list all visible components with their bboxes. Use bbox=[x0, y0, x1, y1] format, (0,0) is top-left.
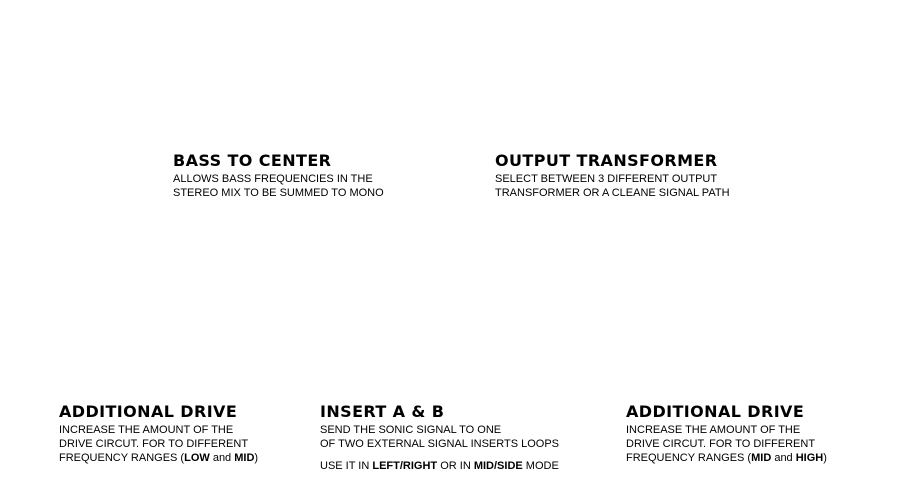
band-label-high: HIGH bbox=[795, 452, 824, 464]
description-line: FREQUENCY RANGES (MID and HIGH) bbox=[626, 451, 827, 465]
band-label-low: LOW bbox=[184, 452, 210, 464]
description-line: FREQUENCY RANGES (LOW and MID) bbox=[59, 451, 258, 465]
additional-drive-title: ADDITIONAL DRIVE bbox=[59, 402, 238, 421]
bass-to-center-title: BASS TO CENTER bbox=[173, 151, 332, 170]
text-fragment: OR IN bbox=[437, 460, 474, 472]
insert-a-b-description: SEND THE SONIC SIGNAL TO ONE OF TWO EXTE… bbox=[320, 423, 559, 473]
additional-drive-description: INCREASE THE AMOUNT OF THE DRIVE CIRCUT.… bbox=[59, 423, 258, 465]
additional-drive-title: ADDITIONAL DRIVE bbox=[626, 402, 805, 421]
text-fragment: and bbox=[771, 452, 796, 464]
output-transformer-description: SELECT BETWEEN 3 DIFFERENT OUTPUT TRANSF… bbox=[495, 172, 730, 200]
text-fragment: USE IT IN bbox=[320, 460, 373, 472]
text-fragment: MODE bbox=[522, 460, 559, 472]
output-transformer-title: OUTPUT TRANSFORMER bbox=[495, 151, 718, 170]
description-line: INCREASE THE AMOUNT OF THE bbox=[626, 424, 801, 436]
mode-description-line: USE IT IN LEFT/RIGHT OR IN MID/SIDE MODE bbox=[320, 459, 559, 473]
output-transformer-callout: OUTPUT TRANSFORMER SELECT BETWEEN 3 DIFF… bbox=[495, 152, 730, 200]
band-label-mid: MID bbox=[751, 452, 772, 464]
description-line: DRIVE CIRCUT. FOR TO DIFFERENT bbox=[59, 438, 249, 450]
mode-label-mid-side: MID/SIDE bbox=[473, 460, 523, 472]
description-line: DRIVE CIRCUT. FOR TO DIFFERENT bbox=[626, 438, 816, 450]
description-line: OF TWO EXTERNAL SIGNAL INSERTS LOOPS bbox=[320, 438, 559, 450]
description-line: SELECT BETWEEN 3 DIFFERENT OUTPUT bbox=[495, 173, 718, 185]
mode-label-left-right: LEFT/RIGHT bbox=[372, 460, 438, 472]
description-line: TRANSFORMER OR A CLEANE SIGNAL PATH bbox=[495, 187, 730, 199]
additional-drive-description: INCREASE THE AMOUNT OF THE DRIVE CIRCUT.… bbox=[626, 423, 827, 465]
text-fragment: and bbox=[209, 452, 235, 464]
text-fragment: ) bbox=[823, 452, 827, 464]
description-line: INCREASE THE AMOUNT OF THE bbox=[59, 424, 234, 436]
description-line: STEREO MIX TO BE SUMMED TO MONO bbox=[173, 187, 384, 199]
description-line: SEND THE SONIC SIGNAL TO ONE bbox=[320, 424, 502, 436]
text-fragment: FREQUENCY RANGES ( bbox=[626, 452, 752, 464]
description-line: ALLOWS BASS FREQUENCIES IN THE bbox=[173, 173, 373, 185]
bass-to-center-description: ALLOWS BASS FREQUENCIES IN THE STEREO MI… bbox=[173, 172, 384, 200]
additional-drive-low-mid-callout: ADDITIONAL DRIVE INCREASE THE AMOUNT OF … bbox=[59, 403, 258, 465]
band-label-mid: MID bbox=[234, 452, 255, 464]
additional-drive-mid-high-callout: ADDITIONAL DRIVE INCREASE THE AMOUNT OF … bbox=[626, 403, 827, 465]
insert-a-b-callout: INSERT A & B SEND THE SONIC SIGNAL TO ON… bbox=[320, 403, 559, 473]
insert-a-b-title: INSERT A & B bbox=[320, 402, 445, 421]
text-fragment: ) bbox=[254, 452, 259, 464]
text-fragment: FREQUENCY RANGES ( bbox=[59, 452, 185, 464]
bass-to-center-callout: BASS TO CENTER ALLOWS BASS FREQUENCIES I… bbox=[173, 152, 384, 200]
